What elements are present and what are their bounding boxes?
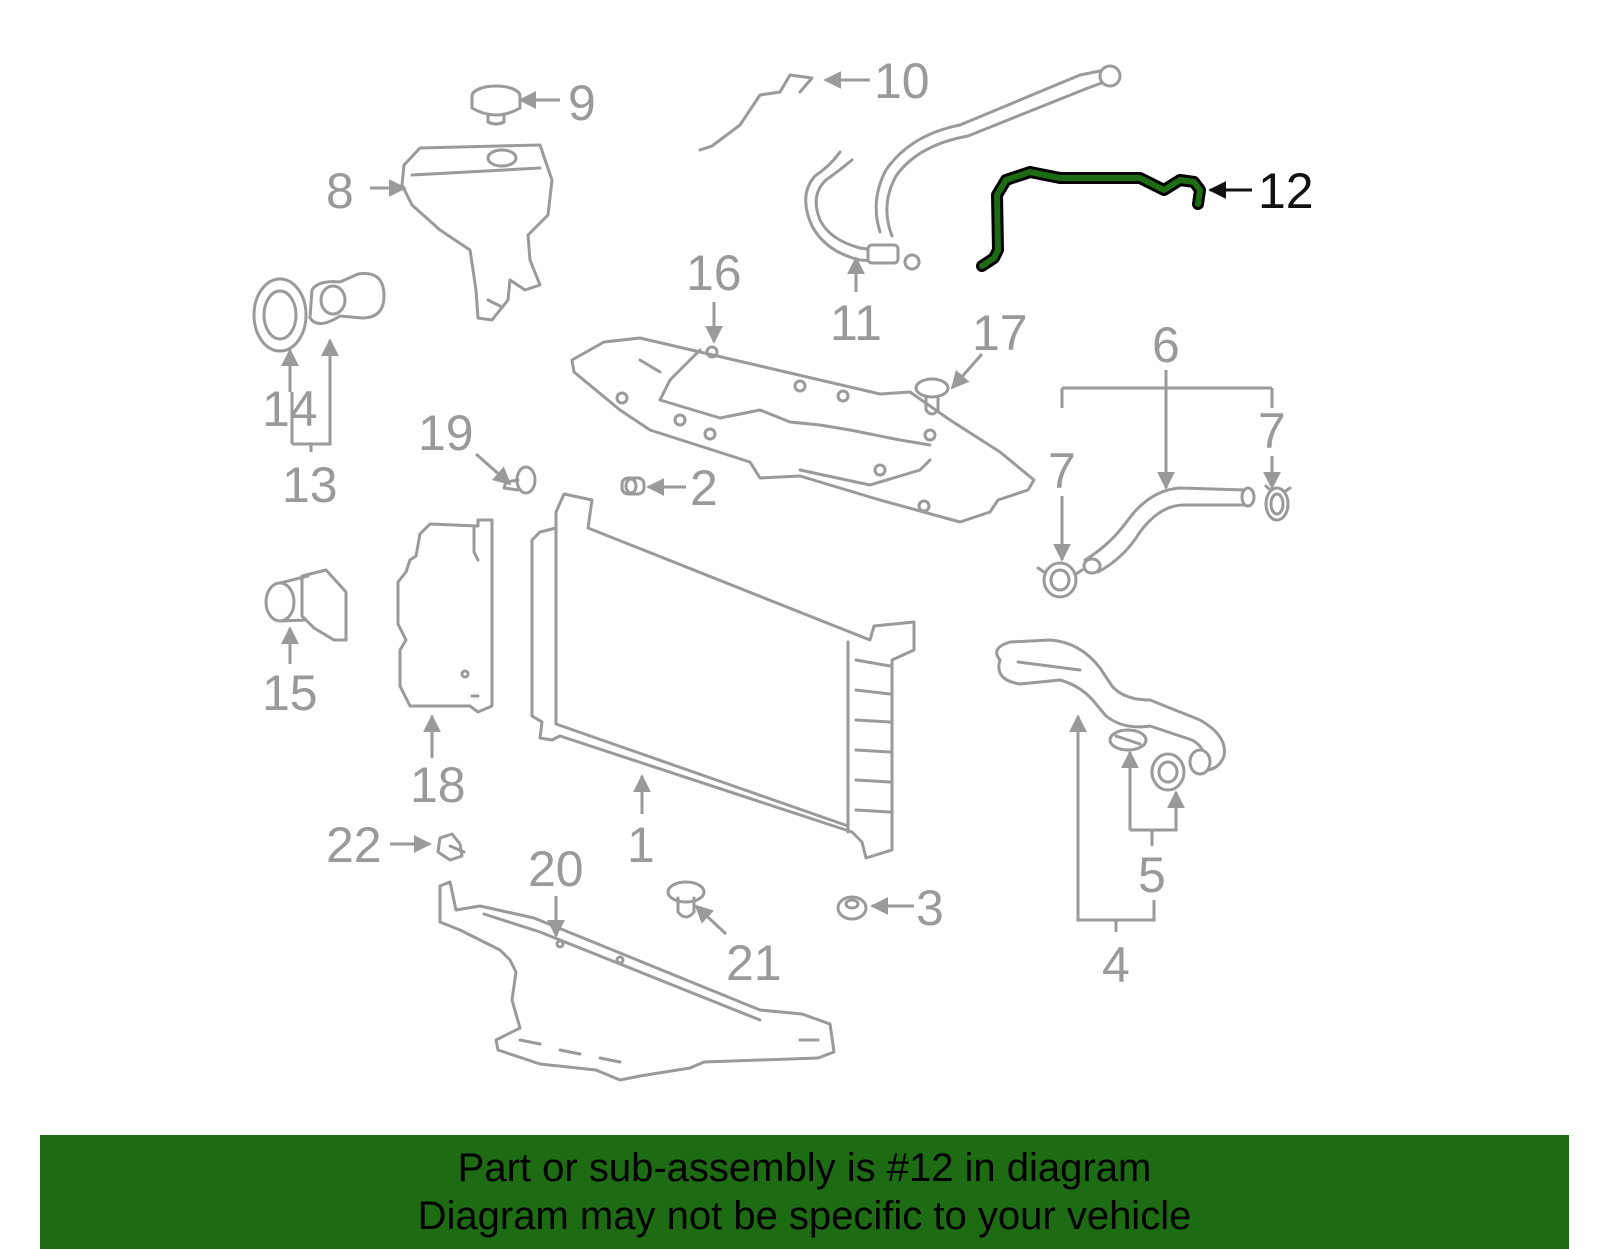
callout-label-4: 4 [1102,937,1130,993]
clamp-part-7-left [1036,561,1084,599]
bypass-pipe-part [874,64,1122,238]
callout-label-11: 11 [830,295,882,351]
callout-label-1: 1 [627,817,655,873]
callout-label-18: 18 [410,757,466,813]
callout-label-7-left: 7 [1048,443,1076,499]
callout-label-15: 15 [262,665,318,721]
callout-label-13: 13 [282,457,338,513]
water-outlet-part [264,568,348,642]
upper-support-panel-part [570,336,1036,524]
clamp-part-5-a [1108,728,1148,752]
part-info-banner: Part or sub-assembly is #12 in diagram D… [40,1135,1569,1249]
radiator-part [530,492,916,860]
gasket-ring-part [252,277,308,353]
clip-part-17 [914,377,950,416]
callout-label-8: 8 [326,163,354,219]
callout-label-2: 2 [690,460,718,516]
callout-label-12: 12 [1258,163,1314,219]
hose-fitting-part [804,150,921,271]
callout-label-14: 14 [262,381,318,437]
callout-labels: 1 2 3 4 5 6 7 7 8 9 10 11 12 13 14 15 16… [262,53,1314,993]
banner-line-disclaimer: Diagram may not be specific to your vehi… [417,1194,1192,1238]
side-air-baffle-part [396,518,494,714]
lower-hose-part-4 [995,638,1226,776]
clip-part-22 [436,832,466,862]
callout-label-20: 20 [528,841,584,897]
callout-label-21: 21 [726,935,782,991]
callout-label-19: 19 [418,405,474,461]
callout-label-9: 9 [568,75,596,131]
callout-label-6: 6 [1152,317,1180,373]
callout-label-10: 10 [874,53,930,109]
push-pin-part-21 [666,880,706,919]
callout-label-5: 5 [1138,847,1166,903]
hose-part-6 [1082,486,1256,575]
thermostat-housing-part [308,271,386,325]
plug-part-2 [620,476,646,496]
banner-line-part-number: Part or sub-assembly is #12 in diagram [457,1146,1152,1190]
leader-arrows [281,71,1281,938]
clamp-part-7-right [1264,484,1292,522]
radiator-cap-part [470,84,522,126]
callout-label-22: 22 [326,817,382,873]
clip-part-19 [502,465,537,495]
callout-label-16: 16 [686,245,742,301]
callout-label-7-right: 7 [1258,403,1286,459]
grommet-part-3 [836,895,868,921]
callout-label-3: 3 [916,880,944,936]
coolant-reservoir-part [400,143,554,322]
callout-label-17: 17 [972,305,1028,361]
overflow-pipe-part [698,73,814,152]
lower-air-deflector-part [438,880,836,1082]
clamp-part-5-b [1150,752,1186,792]
